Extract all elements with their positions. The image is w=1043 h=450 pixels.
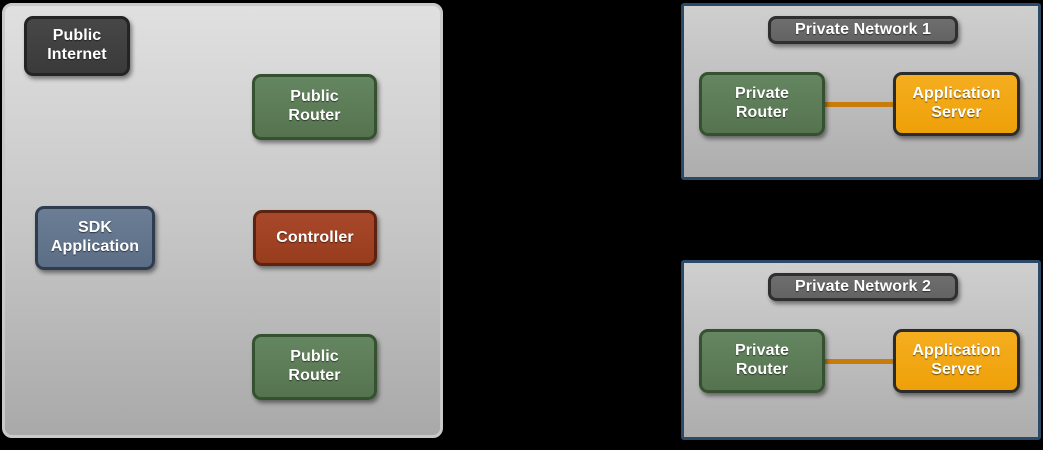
private-network-2-link bbox=[819, 359, 919, 364]
node-public-router-bottom[interactable]: Public Router bbox=[252, 334, 377, 400]
node-public-router-top-label: Public Router bbox=[288, 88, 341, 124]
private-network-2-badge: Private Network 2 bbox=[768, 273, 958, 301]
private-network-1-region: Private Network 1 Private Router Applica… bbox=[681, 3, 1041, 180]
private-network-1-link bbox=[819, 102, 919, 107]
private-network-2-server[interactable]: Application Server bbox=[893, 329, 1020, 393]
node-controller[interactable]: Controller bbox=[253, 210, 377, 266]
private-network-1-server-label: Application Server bbox=[912, 85, 1001, 121]
node-public-router-top[interactable]: Public Router bbox=[252, 74, 377, 140]
public-cloud-region: Public Internet Public Router SDK Applic… bbox=[2, 3, 443, 438]
private-network-1-badge-label: Private Network 1 bbox=[795, 20, 931, 38]
private-network-2-badge-label: Private Network 2 bbox=[795, 277, 931, 295]
private-network-1-router-label: Private Router bbox=[734, 85, 790, 121]
private-network-1-badge: Private Network 1 bbox=[768, 16, 958, 44]
node-controller-label: Controller bbox=[276, 228, 354, 246]
private-network-1-server[interactable]: Application Server bbox=[893, 72, 1020, 136]
node-public-internet[interactable]: Public Internet bbox=[24, 16, 130, 76]
private-network-2-server-label: Application Server bbox=[912, 342, 1001, 378]
node-public-router-bottom-label: Public Router bbox=[288, 348, 341, 384]
private-network-2-router-label: Private Router bbox=[734, 342, 790, 378]
node-sdk-application[interactable]: SDK Application bbox=[35, 206, 155, 270]
node-public-internet-label: Public Internet bbox=[47, 27, 107, 63]
private-network-1-router[interactable]: Private Router bbox=[699, 72, 825, 136]
private-network-2-region: Private Network 2 Private Router Applica… bbox=[681, 260, 1041, 440]
node-sdk-application-label: SDK Application bbox=[50, 219, 140, 255]
private-network-2-router[interactable]: Private Router bbox=[699, 329, 825, 393]
